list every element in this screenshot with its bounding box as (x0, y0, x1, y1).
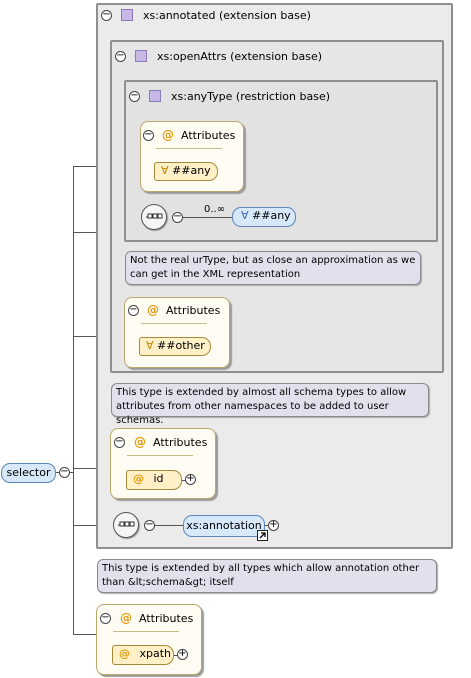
openattrs-note: This type is extended by almost all sche… (111, 383, 429, 426)
at-icon: @ (133, 472, 144, 485)
connector-seq-annotation (155, 525, 185, 526)
annotated-note: This type is extended by all types which… (97, 559, 437, 593)
anytype-type-icon (149, 90, 161, 102)
connector-branch-selector-attrs (73, 634, 99, 635)
other-attribute-label: ##other (157, 339, 205, 352)
connector-xpath-plus (174, 655, 178, 656)
at-icon: @ (162, 128, 174, 142)
any-element-label: ##any (252, 209, 291, 222)
attributes-divider (127, 455, 193, 456)
connector-seq-any (183, 217, 233, 218)
any-element-pill[interactable]: ∀ ##any (232, 207, 296, 227)
annotation-expand-button[interactable]: + (268, 519, 279, 531)
openattrs-collapse-button[interactable]: − (115, 50, 126, 62)
openattrs-note-text: This type is extended by almost all sche… (116, 387, 407, 426)
any-attribute-label: ##any (172, 164, 211, 177)
attributes-divider (156, 148, 222, 149)
attributes-divider (141, 323, 207, 324)
urtype-note-text: Not the real urType, but as close an app… (130, 255, 416, 280)
selector-attributes-title: Attributes (139, 612, 194, 625)
connector-branch-annotated-attrs (73, 468, 113, 469)
annotated-type-icon (121, 9, 133, 21)
sequence-collapse-button[interactable]: − (172, 211, 183, 223)
selector-element-label: selector (6, 466, 51, 479)
xpath-expand-button[interactable]: + (177, 648, 188, 660)
selector-attributes-collapse-button[interactable]: − (100, 612, 111, 624)
annotated-collapse-button[interactable]: − (101, 9, 112, 21)
annotation-element-label: xs:annotation (186, 519, 262, 532)
selector-element[interactable]: selector (1, 463, 56, 483)
at-icon: @ (147, 303, 159, 317)
at-icon: @ (134, 435, 146, 449)
urtype-note: Not the real urType, but as close an app… (125, 251, 421, 285)
id-expand-button[interactable]: + (185, 473, 196, 485)
anytype-attributes-title: Attributes (181, 129, 236, 142)
at-icon: @ (120, 611, 132, 625)
openattrs-type-icon (135, 50, 147, 62)
openattrs-attributes-box (124, 297, 230, 368)
connector-branch-annotation (73, 525, 113, 526)
annotated-attributes-collapse-button[interactable]: − (114, 436, 125, 448)
annotation-sequence-collapse-button[interactable]: − (144, 519, 155, 531)
annotated-note-text: This type is extended by all types which… (102, 563, 420, 588)
id-attribute-label: id (153, 472, 164, 485)
connector-id-plus (182, 480, 186, 481)
xpath-attribute-pill[interactable]: @ xpath (112, 645, 174, 665)
anytype-title: xs:anyType (restriction base) (171, 90, 331, 103)
at-icon: @ (119, 647, 130, 660)
annotated-title: xs:annotated (extension base) (143, 9, 311, 22)
any-element-occurs: 0..∞ (204, 204, 226, 215)
connector-annotation-plus (265, 525, 269, 526)
id-attribute-pill[interactable]: @ id (126, 470, 182, 490)
annotation-sequence-icon[interactable] (113, 512, 139, 538)
openattrs-title: xs:openAttrs (extension base) (157, 50, 323, 63)
attributes-divider (113, 631, 179, 632)
annotation-element-pill[interactable]: xs:annotation (183, 515, 265, 537)
anytype-collapse-button[interactable]: − (129, 90, 140, 102)
sequence-icon[interactable] (141, 204, 167, 230)
any-element-icon: ∀ (241, 209, 249, 222)
connector-trunk (73, 166, 74, 634)
selector-collapse-button[interactable]: − (59, 466, 70, 478)
other-attribute-pill[interactable]: ∀ ##other (139, 337, 211, 356)
anytype-attributes-collapse-button[interactable]: − (143, 129, 154, 141)
reference-arrow-icon (257, 530, 268, 541)
annotated-attributes-title: Attributes (153, 436, 208, 449)
other-attribute-icon: ∀ (146, 339, 154, 352)
openattrs-attributes-collapse-button[interactable]: − (128, 304, 139, 316)
xpath-attribute-label: xpath (139, 647, 172, 660)
openattrs-attributes-title: Attributes (166, 304, 221, 317)
any-attribute-icon: ∀ (161, 164, 169, 177)
any-attribute-pill[interactable]: ∀ ##any (154, 162, 218, 181)
